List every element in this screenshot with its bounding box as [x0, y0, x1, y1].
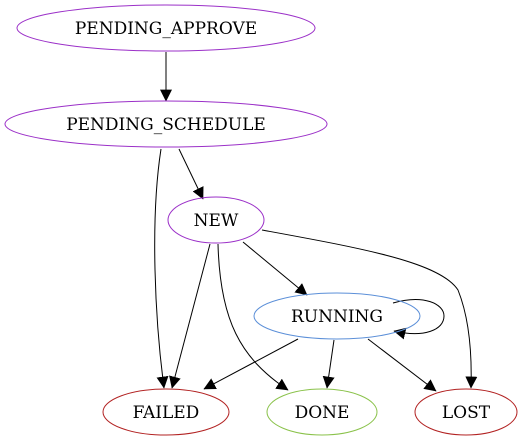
node-done-shape — [266, 388, 378, 436]
edge-new-to-done — [217, 243, 289, 391]
node-failed-label: FAILED — [133, 403, 200, 423]
node-pending-approve-label: PENDING_APPROVE — [75, 19, 257, 39]
node-new-label: NEW — [194, 211, 239, 231]
node-failed-shape — [102, 388, 230, 436]
node-pending-schedule-shape — [4, 100, 328, 148]
node-pending-approve-shape — [16, 4, 316, 52]
node-running-shape — [253, 292, 421, 340]
edge-new-to-running — [242, 241, 308, 296]
node-running[interactable]: RUNNING — [253, 292, 421, 340]
edge-running-to-lost — [367, 338, 437, 392]
node-lost-shape — [414, 388, 518, 436]
edge-running-to-done — [322, 339, 335, 389]
node-pending-schedule-label: PENDING_SCHEDULE — [66, 115, 266, 135]
edge-pending-schedule-to-new — [178, 148, 204, 200]
node-lost-label: LOST — [442, 403, 491, 423]
node-lost[interactable]: LOST — [414, 388, 518, 436]
node-running-label: RUNNING — [291, 307, 383, 327]
node-pending-schedule[interactable]: PENDING_SCHEDULE — [4, 100, 328, 148]
node-new-shape — [167, 196, 265, 244]
node-done-label: DONE — [295, 403, 350, 423]
edge-new-to-failed — [169, 243, 211, 389]
edge-running-to-failed — [203, 338, 299, 390]
edge-pending-schedule-to-failed — [154, 148, 169, 389]
node-failed[interactable]: FAILED — [102, 388, 230, 436]
node-pending-approve[interactable]: PENDING_APPROVE — [16, 4, 316, 52]
node-new[interactable]: NEW — [167, 196, 265, 244]
node-done[interactable]: DONE — [266, 388, 378, 436]
edges — [154, 52, 478, 392]
edge-running-self-loop — [392, 299, 445, 340]
edge-new-to-lost — [261, 229, 478, 389]
